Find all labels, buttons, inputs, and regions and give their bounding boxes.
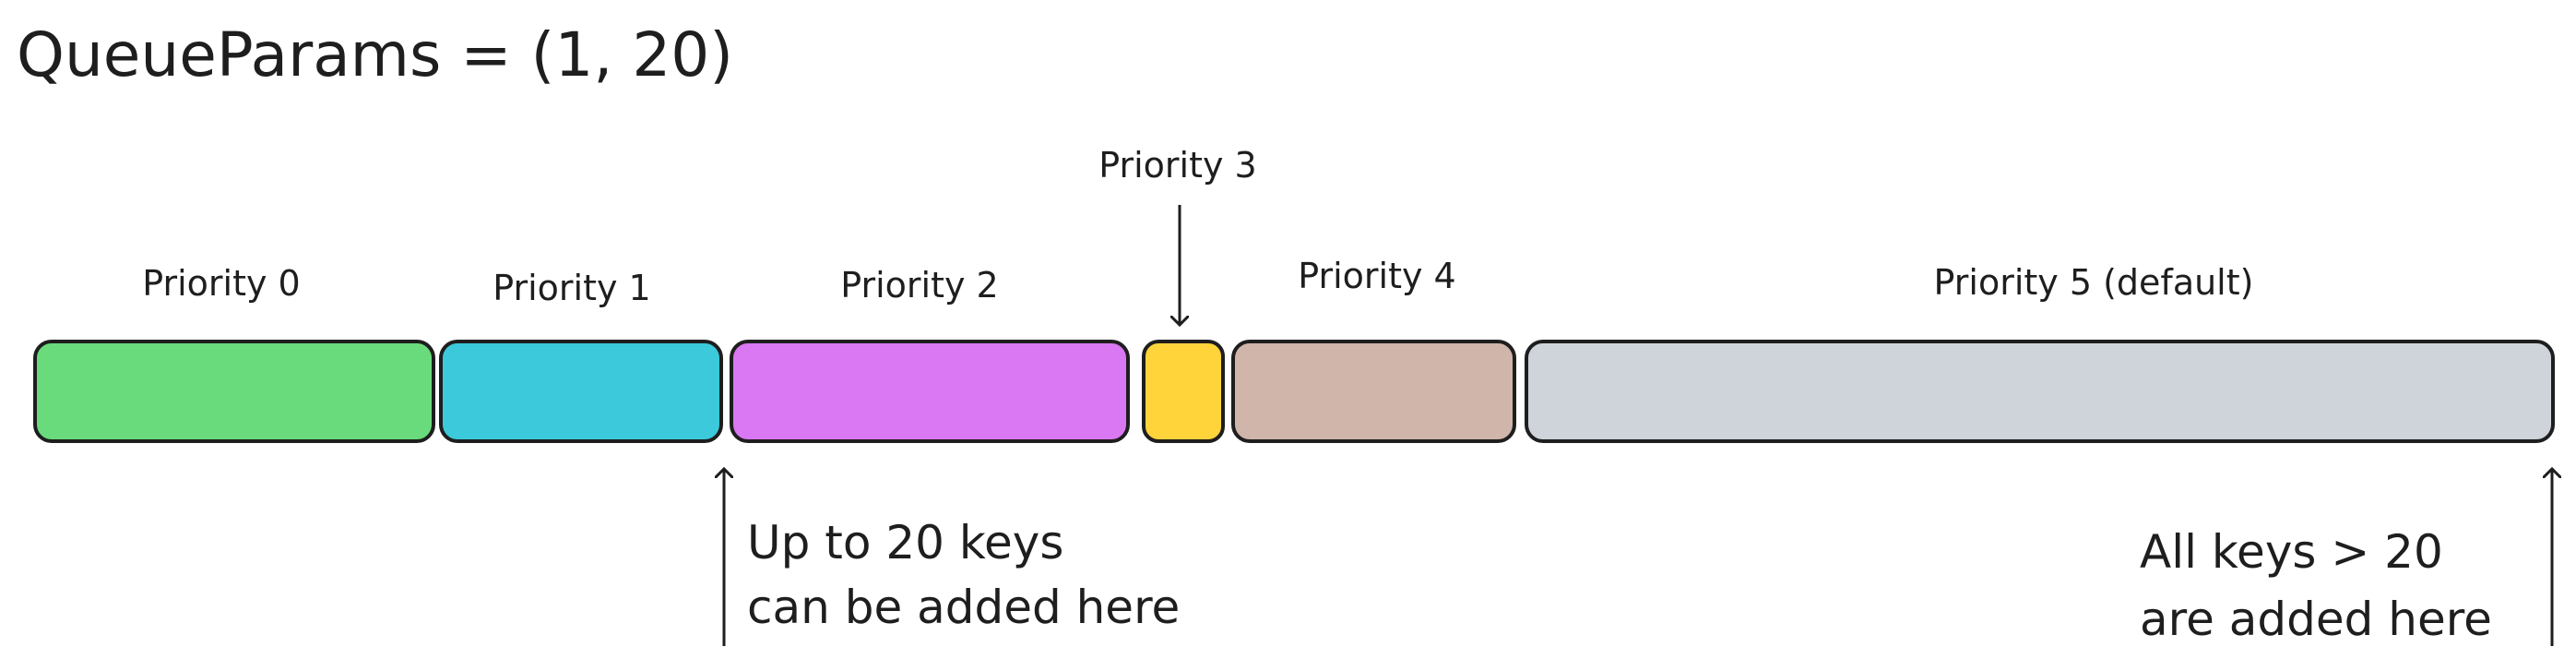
segment-bar-priority-3 — [1142, 340, 1225, 443]
segment-label-priority-2: Priority 2 — [840, 265, 999, 306]
diagram-title: QueueParams = (1, 20) — [17, 19, 733, 90]
segment-bar-priority-4 — [1231, 340, 1516, 443]
segment-label-priority-1: Priority 1 — [493, 268, 651, 308]
annotation-all-keys-line2: are added here — [2140, 593, 2492, 646]
segment-label-priority-4: Priority 4 — [1298, 256, 1456, 296]
annotation-up-to-line1: Up to 20 keys — [747, 516, 1063, 569]
annotation-up-to-line2: can be added here — [747, 581, 1180, 634]
segment-label-priority-0: Priority 0 — [142, 263, 301, 304]
segment-bar-priority-0 — [33, 340, 435, 443]
annotation-all-keys-line1: All keys > 20 — [2140, 525, 2443, 579]
segment-bar-priority-5 — [1525, 340, 2555, 443]
segment-label-priority-3: Priority 3 — [1098, 145, 1257, 186]
segment-bar-priority-2 — [730, 340, 1130, 443]
segment-label-priority-5: Priority 5 (default) — [1934, 262, 2254, 303]
segment-bar-priority-1 — [439, 340, 723, 443]
